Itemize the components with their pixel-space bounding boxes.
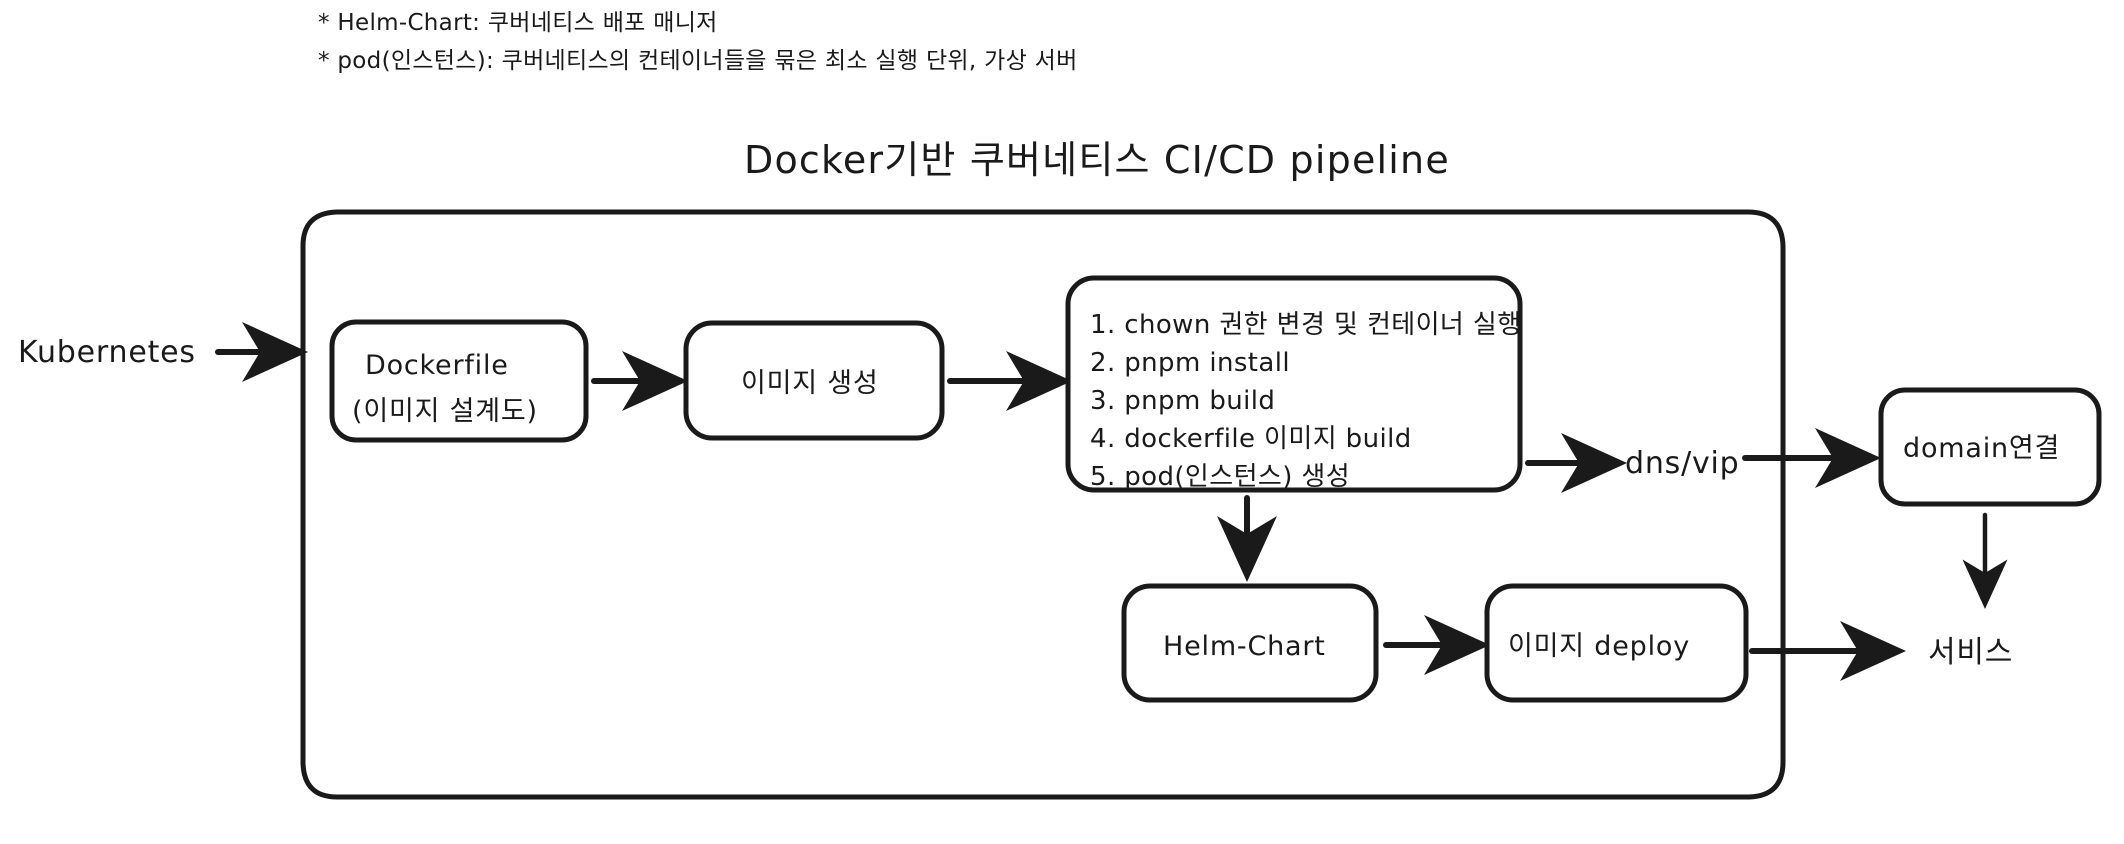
build-step-item-3: 3. pnpm build (1090, 386, 1275, 416)
node-dockerfile[interactable] (329, 319, 589, 443)
build-step-item-1: 1. chown 권한 변경 및 컨테이너 실행 (1090, 310, 1522, 340)
node-domain-connect-label: domain연결 (1903, 433, 2060, 464)
node-image-deploy[interactable] (1484, 583, 1749, 703)
node-helm-chart-label: Helm-Chart (1163, 631, 1326, 662)
node-image-deploy-label: 이미지 deploy (1508, 631, 1690, 662)
node-build-steps[interactable] (1065, 275, 1523, 493)
node-image-build-label: 이미지 생성 (741, 368, 879, 399)
pipeline-container (300, 209, 1786, 800)
build-step-item-4: 4. dockerfile 이미지 build (1090, 424, 1412, 454)
note-line-2: * pod(인스턴스): 쿠버네티스의 컨테이너들을 묶은 최소 실행 단위, … (318, 48, 1078, 74)
label-dns-vip: dns/vip (1625, 446, 1740, 481)
build-step-item-2: 2. pnpm install (1090, 348, 1290, 378)
page-title: Docker기반 쿠버네티스 CI/CD pipeline (744, 138, 1450, 182)
note-line-1: * Helm-Chart: 쿠버네티스 배포 매니저 (318, 10, 718, 36)
source-label-kubernetes: Kubernetes (18, 335, 196, 370)
label-service: 서비스 (1928, 635, 2013, 670)
node-dockerfile-line1: Dockerfile (365, 350, 509, 381)
node-image-build[interactable] (683, 320, 945, 441)
node-domain-connect[interactable] (1878, 387, 2102, 507)
node-helm-chart[interactable] (1121, 583, 1379, 703)
build-step-item-5: 5. pod(인스턴스) 생성 (1090, 462, 1350, 492)
node-dockerfile-line2: (이미지 설계도) (352, 396, 538, 427)
